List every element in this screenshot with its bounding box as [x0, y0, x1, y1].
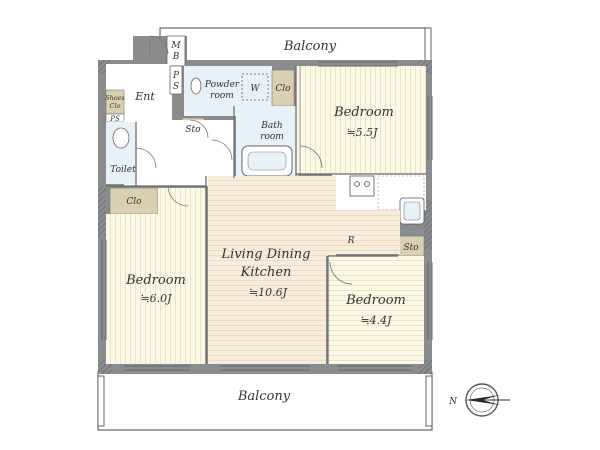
ps-line-1: P: [172, 71, 180, 81]
shoes-line-2: Clo: [110, 102, 121, 110]
balcony-top-label: Balcony: [283, 39, 337, 54]
ldk-line-1: Living Dining: [221, 247, 311, 262]
washer-label: W: [250, 84, 260, 94]
ldk-size: ≒10.6J: [249, 286, 288, 299]
bedroom-west-name: Bedroom: [125, 273, 186, 288]
bedroom-northeast: [296, 66, 426, 174]
storage-top-label: Sto: [185, 125, 201, 135]
bedroom-west-size: ≒6.0J: [140, 292, 172, 305]
closet-left-label: Clo: [126, 197, 142, 207]
powder-line-1: Powder: [204, 80, 240, 90]
closet-top-label: Clo: [275, 84, 291, 94]
powder-line-2: room: [210, 91, 234, 101]
mb-line-1: M: [170, 41, 181, 51]
compass-north-label: N: [448, 397, 458, 407]
bath-line-2: room: [260, 132, 284, 142]
mb-line-2: B: [172, 52, 180, 62]
hallway: [124, 120, 234, 186]
living-dining-kitchen: [208, 176, 326, 364]
bedroom-northeast-name: Bedroom: [333, 105, 394, 120]
bedroom-northeast-size: ≒5.5J: [346, 126, 378, 139]
balcony-bottom: [97, 371, 433, 431]
toilet-label: Toilet: [110, 165, 136, 175]
bedroom-west: [106, 214, 206, 364]
bedroom-east-size: ≒4.4J: [360, 314, 392, 327]
balcony-top: [159, 27, 429, 65]
bath-line-1: Bath: [260, 121, 282, 131]
bedroom-east-name: Bedroom: [345, 293, 406, 308]
ps-line-2: S: [173, 82, 179, 92]
refrigerator-label: R: [347, 236, 355, 246]
ps-small-label: PS: [109, 115, 120, 123]
storage-right-label: Sto: [403, 243, 419, 253]
balcony-bottom-label: Balcony: [237, 389, 291, 404]
bedroom-east: [328, 256, 424, 364]
shoes-line-1: Shoes: [105, 94, 125, 102]
entrance-label: Ent: [134, 90, 155, 103]
ldk-line-2: Kitchen: [240, 265, 292, 280]
compass: N: [448, 383, 510, 417]
